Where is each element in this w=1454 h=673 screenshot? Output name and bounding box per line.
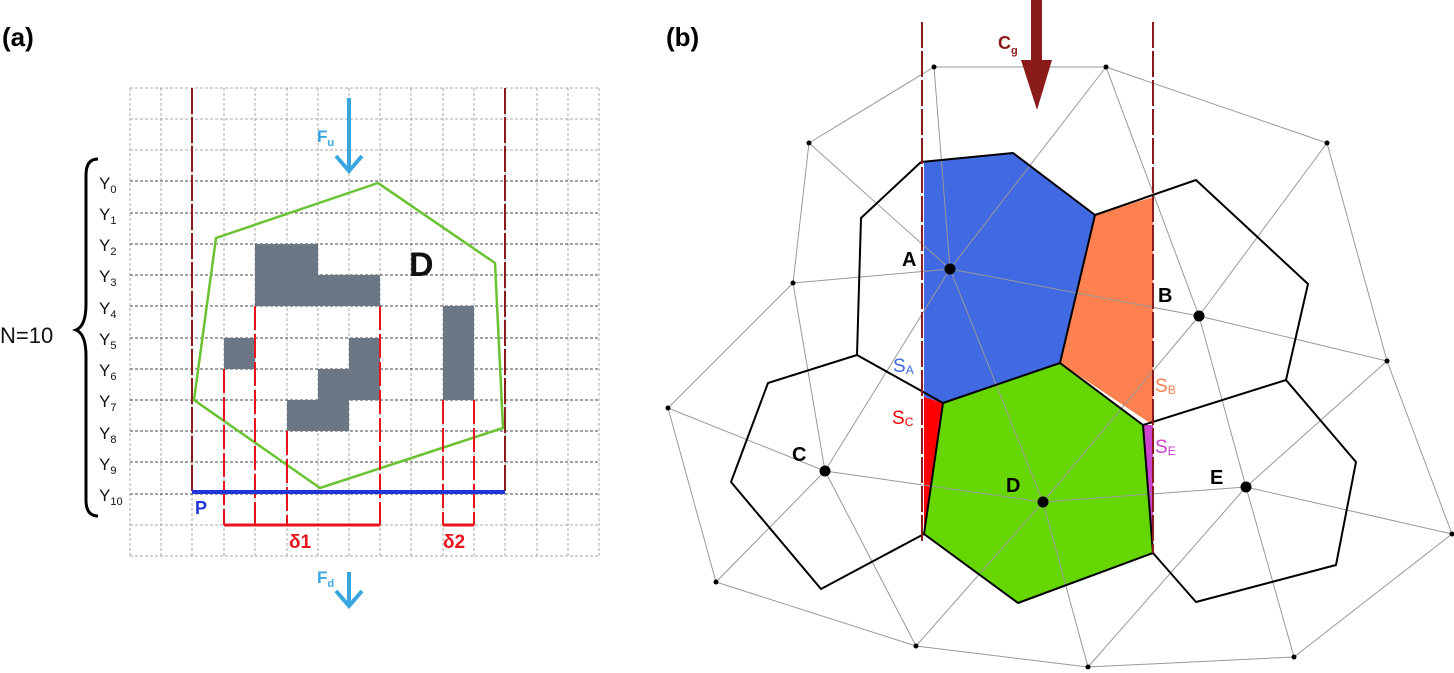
point-b: [1193, 310, 1205, 322]
force-down-arrow: [334, 572, 364, 610]
y-label-1: Y1: [99, 205, 116, 227]
grid: [129, 87, 600, 557]
area-se-label: SE: [1155, 437, 1176, 458]
y-label-3: Y3: [99, 267, 116, 289]
y-label-5: Y5: [99, 330, 116, 352]
cell-a-fill: [924, 153, 1095, 403]
y-label-2: Y2: [99, 236, 116, 258]
point-d-label: D: [1006, 475, 1020, 497]
cell-b-fill: [1060, 197, 1153, 425]
cell-d-fill: [924, 363, 1153, 603]
y-label-7: Y7: [99, 392, 116, 414]
solid-cells: [224, 244, 474, 431]
point-b-label: B: [1158, 285, 1172, 307]
mesh-nodes: [665, 64, 1454, 670]
point-d: [1037, 496, 1049, 508]
y-label-10: Y10: [99, 486, 123, 508]
point-a-label: A: [902, 249, 916, 271]
force-down-label: Fd: [317, 568, 334, 590]
panel-b: (b): [665, 0, 1454, 670]
panel-b-label: (b): [666, 22, 699, 52]
point-e-label: E: [1210, 467, 1223, 489]
projection-label: P: [195, 498, 207, 518]
point-a: [944, 263, 956, 275]
y-label-8: Y8: [99, 424, 116, 446]
brace: [71, 157, 99, 518]
voronoi-edges: [730, 152, 1357, 604]
force-up-label: Fu: [317, 127, 334, 149]
convex-hull: [192, 181, 505, 490]
y-label-0: Y0: [99, 174, 116, 196]
n-label: N=10: [0, 323, 53, 348]
region-d-label: D: [409, 246, 434, 284]
y-label-4: Y4: [99, 299, 116, 321]
panel-a: (a): [0, 22, 600, 610]
area-sa-label: SA: [893, 356, 914, 377]
gravity-label: Cg: [998, 33, 1018, 57]
y-label-6: Y6: [99, 361, 116, 383]
gravity-arrow: [1021, 0, 1052, 110]
level-lines: [130, 180, 599, 495]
delta1-label: δ1: [289, 532, 312, 553]
panel-a-label: (a): [2, 22, 34, 52]
point-c: [819, 465, 831, 477]
y-label-9: Y9: [99, 455, 116, 477]
area-sc-label: SC: [892, 408, 914, 429]
point-c-label: C: [792, 444, 806, 466]
force-up-arrow: [334, 98, 364, 175]
delta-projection-lines: [223, 306, 475, 525]
y-level-labels: Y0 Y1 Y2 Y3 Y4 Y5 Y6 Y7 Y8 Y9 Y10: [99, 174, 123, 508]
delta2-label: δ2: [443, 532, 465, 553]
area-sb-label: SB: [1155, 376, 1176, 397]
point-e: [1240, 481, 1252, 493]
